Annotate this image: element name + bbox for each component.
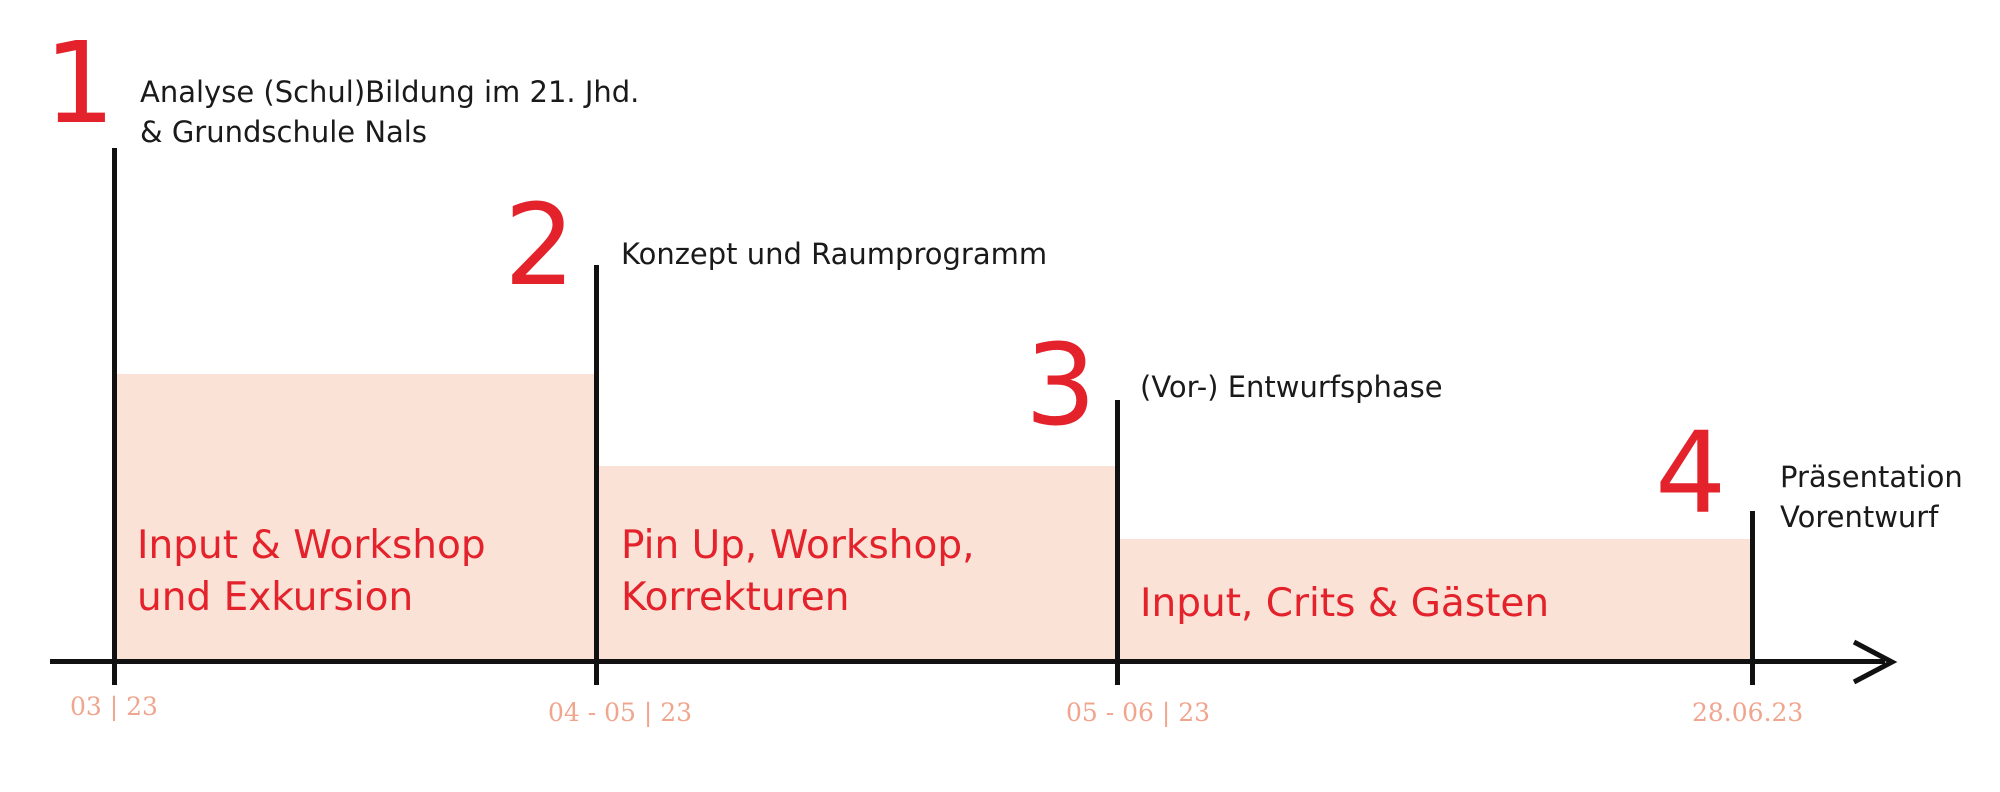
phase-4-line [1750, 511, 1755, 685]
phase-3-number: 3 [1025, 321, 1097, 451]
phase-2-activity: Pin Up, Workshop, Korrekturen [621, 520, 975, 624]
arrow-right-icon [1852, 639, 1898, 685]
phase-1-title-line1: Analyse (Schul)Bildung im 21. Jhd. [140, 75, 640, 109]
phase-1-title: Analyse (Schul)Bildung im 21. Jhd. & Gru… [140, 72, 639, 152]
phase-4-title: Präsentation Vorentwurf [1780, 457, 1963, 537]
phase-3-line [1115, 400, 1120, 685]
phase-2-line [594, 265, 599, 685]
phase-3-activity: Input, Crits & Gästen [1140, 578, 1549, 630]
phase-4-title-line2: Vorentwurf [1780, 500, 1939, 534]
phase-4-number: 4 [1655, 409, 1727, 539]
phase-1-number: 1 [44, 19, 116, 149]
phase-3-title: (Vor-) Entwurfsphase [1140, 367, 1443, 407]
phase-1-block [117, 374, 596, 661]
timeline-axis [50, 659, 1885, 664]
phase-2-block [599, 466, 1117, 661]
phase-2-activity-line2: Korrekturen [621, 575, 850, 620]
phase-3-activity-line1: Input, Crits & Gästen [1140, 581, 1550, 626]
phase-1-date: 03 | 23 [70, 692, 158, 721]
phase-1-activity-line2: und Exkursion [137, 575, 414, 620]
phase-1-activity-line1: Input & Workshop [137, 523, 486, 568]
phase-2-title: Konzept und Raumprogramm [621, 234, 1047, 274]
phase-2-date: 04 - 05 | 23 [548, 698, 693, 727]
phase-1-activity: Input & Workshop und Exkursion [137, 520, 486, 624]
phase-4-date: 28.06.23 [1692, 698, 1804, 727]
phase-4-title-line1: Präsentation [1780, 460, 1963, 494]
phase-1-line [112, 148, 117, 685]
phase-1-title-line2: & Grundschule Nals [140, 115, 427, 149]
phase-2-number: 2 [504, 181, 576, 311]
phase-2-activity-line1: Pin Up, Workshop, [621, 523, 975, 568]
phase-3-title-line1: (Vor-) Entwurfsphase [1140, 370, 1443, 404]
phase-3-block [1120, 539, 1752, 661]
phase-2-title-line1: Konzept und Raumprogramm [621, 237, 1048, 271]
phase-3-date: 05 - 06 | 23 [1066, 698, 1211, 727]
